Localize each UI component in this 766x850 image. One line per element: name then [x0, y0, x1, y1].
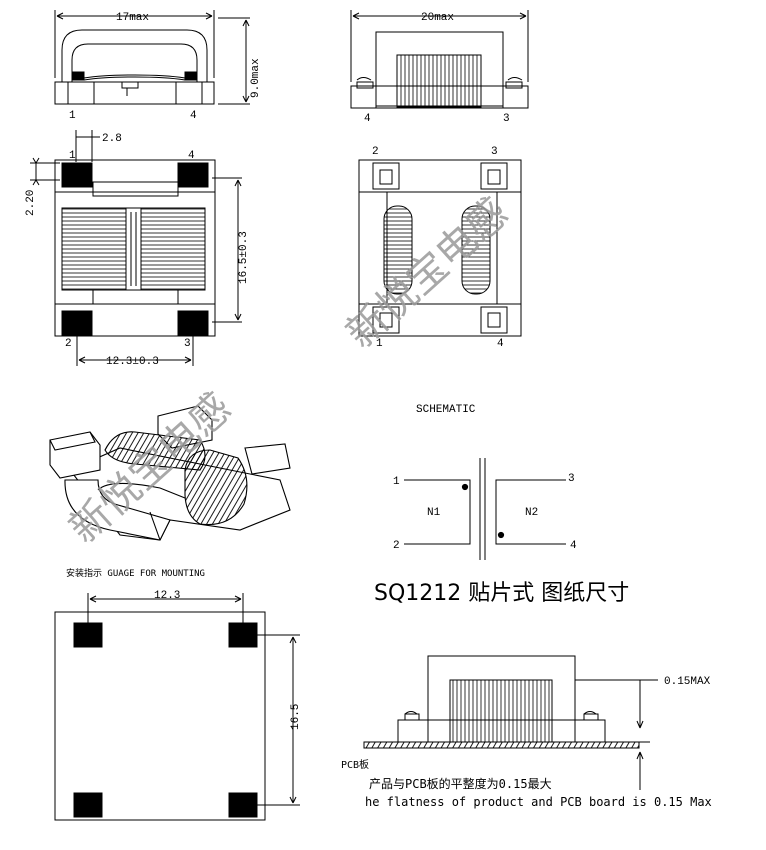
- mounting-label: 安装指示 GUAGE FOR MOUNTING: [66, 567, 205, 579]
- mid-left-pin-2: 2: [65, 338, 72, 350]
- pad-width-label: 2.8: [102, 133, 122, 145]
- mid-right-pin-1: 1: [376, 338, 383, 350]
- model-title: SQ1212 贴片式 图纸尺寸: [374, 581, 629, 606]
- schematic-title: SCHEMATIC: [416, 404, 476, 416]
- schematic-pin-4: 4: [570, 540, 577, 552]
- width-dim-label: 12.3±0.3: [106, 356, 159, 368]
- mounting-height-dim: 16.5: [290, 704, 302, 730]
- mid-left-pin-1: 1: [69, 150, 76, 162]
- mid-right-bottom-view: [358, 159, 522, 337]
- schematic-pin-2: 2: [393, 540, 400, 552]
- flatness-max-label: 0.15MAX: [664, 676, 711, 688]
- winding-n1: N1: [427, 507, 441, 519]
- top-right-pin-4: 4: [364, 113, 371, 125]
- top-left-height-label: 9.0max: [250, 58, 262, 98]
- top-right-side-view: [350, 10, 529, 109]
- mid-left-pin-3: 3: [184, 338, 191, 350]
- schematic-pin-3: 3: [568, 473, 575, 485]
- mounting-width-dim: 12.3: [154, 590, 180, 602]
- height-dim-label: 16.5±0.3: [238, 231, 250, 284]
- isometric-3d-view: [49, 405, 291, 541]
- mid-right-pin-3: 3: [491, 146, 498, 158]
- mounting-guide: [54, 593, 300, 821]
- schematic-symbol: [404, 458, 566, 560]
- pad-offset-label: 2.20: [25, 190, 37, 216]
- mid-left-pin-4: 4: [188, 150, 195, 162]
- top-left-pin-1: 1: [69, 110, 76, 122]
- top-left-pin-4: 4: [190, 110, 197, 122]
- top-right-pin-3: 3: [503, 113, 510, 125]
- top-left-front-view: [54, 10, 250, 105]
- mid-left-top-view: [30, 130, 242, 366]
- mid-right-pin-4: 4: [497, 338, 504, 350]
- flatness-note-cn: 产品与PCB板的平整度为0.15最大: [369, 776, 552, 791]
- top-left-width-label: 17max: [116, 12, 149, 24]
- winding-n2: N2: [525, 507, 538, 519]
- flatness-note-en: he flatness of product and PCB board is …: [365, 795, 712, 809]
- pcb-label: PCB板: [341, 758, 369, 771]
- mid-right-pin-2: 2: [372, 146, 379, 158]
- flatness-side-view: [363, 655, 658, 790]
- schematic-pin-1: 1: [393, 476, 400, 488]
- top-right-width-label: 20max: [421, 12, 454, 24]
